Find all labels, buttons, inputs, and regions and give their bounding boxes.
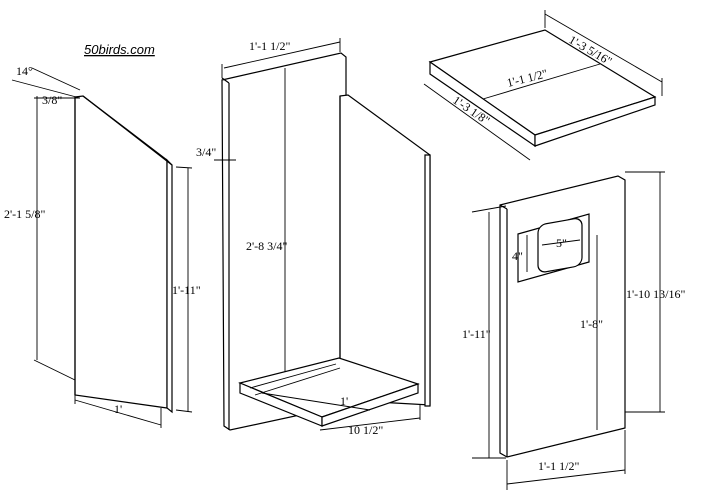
front-right-height-label: 1'-10 13/16" [626, 287, 685, 301]
back-top-width-label: 1'-1 1/2" [249, 39, 290, 53]
side-top-offset-label: 3/8" [42, 93, 62, 107]
front-left-height-label: 1'-11" [462, 327, 491, 341]
side-width-label: 1' [114, 402, 122, 416]
floor-width-label: 1' [340, 394, 348, 408]
side-panel-dimensions: 14° 3/8" 2'-1 5/8" 1'-11" 1' [4, 64, 201, 428]
back-assembly-dimensions: 1'-1 1/2" 3/4" 2'-8 3/4" 1' 10 1/2" [196, 38, 421, 437]
hole-to-bottom-label: 1'-8" [580, 317, 603, 331]
front-panel [499, 175, 626, 458]
side-back-height-label: 2'-1 5/8" [4, 207, 45, 221]
hole-height-label: 4" [512, 249, 523, 263]
side-panel [74, 95, 173, 414]
side-panel-face [74, 95, 168, 409]
roof-side-edge [534, 96, 656, 147]
front-width-label: 1'-1 1/2" [538, 459, 579, 473]
floor-depth-label: 10 1/2" [348, 423, 383, 437]
hole-width-label: 5" [556, 236, 567, 250]
front-panel-dimensions: 5" 4" 1'-8" 1'-11" 1'-10 13/16" 1'-1 1/2… [462, 171, 685, 490]
side-wall [339, 94, 431, 406]
entrance-hole-inner [537, 218, 583, 273]
front-panel-face [499, 175, 626, 458]
roof-top [428, 29, 657, 136]
back-height-label: 2'-8 3/4" [246, 239, 287, 253]
side-front-height-label: 1'-11" [172, 283, 201, 297]
back-thickness-label: 3/4" [196, 145, 216, 159]
side-angle-label: 14° [16, 64, 33, 78]
roof-panel [428, 29, 657, 148]
site-watermark: 50birds.com [84, 42, 155, 57]
back-assembly [221, 52, 431, 431]
